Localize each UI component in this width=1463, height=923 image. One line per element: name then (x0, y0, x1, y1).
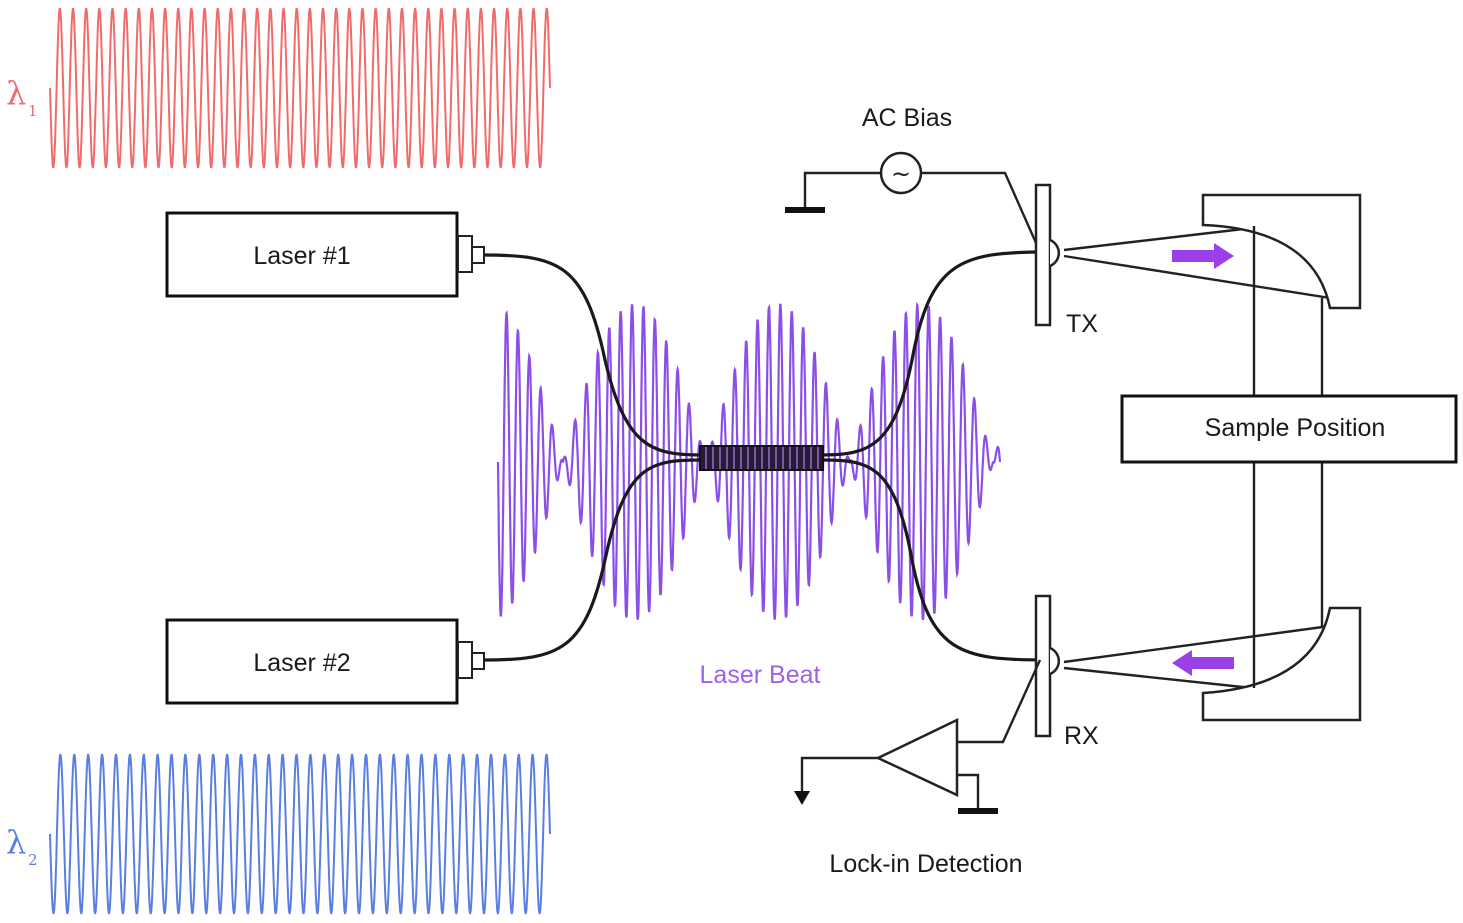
rx-beam (1063, 624, 1331, 690)
fiber-coupler-icon (699, 445, 824, 471)
laser-1-label: Laser #1 (253, 242, 350, 270)
svg-text:~: ~ (891, 160, 911, 188)
laser-1-box: Laser #1 (165, 211, 485, 298)
rx-photomixer-icon (1034, 594, 1060, 738)
tx-photomixer-icon (1034, 183, 1060, 327)
lambda2-label: λ (6, 823, 26, 861)
lockin-detection-label: Lock-in Detection (829, 850, 1022, 878)
lambda1-subscript: 1 (28, 102, 38, 120)
tx-beam (1063, 226, 1331, 300)
lambda2-waveform (49, 753, 551, 915)
amplifier-icon (875, 718, 959, 797)
laser-2-connector (457, 641, 473, 679)
lower-parabolic-mirror (1201, 606, 1362, 722)
rx-direction-arrow-icon (1172, 650, 1234, 676)
lambda2-subscript: 2 (28, 851, 38, 869)
laser-2-box: Laser #2 (165, 618, 485, 705)
rx-label: RX (1064, 722, 1099, 750)
laser-1-port (471, 246, 485, 264)
laser-2-label: Laser #2 (253, 649, 350, 677)
ac-bias-label: AC Bias (862, 104, 952, 132)
ac-source-icon: ~ (879, 151, 923, 195)
laser-2-port (471, 652, 485, 670)
tx-label: TX (1066, 310, 1098, 338)
tx-direction-arrow-icon (1172, 243, 1234, 269)
output-arrow-icon (794, 791, 810, 805)
collimated-beam (1252, 226, 1324, 688)
laser-1-connector (457, 235, 473, 273)
sample-position-box: Sample Position (1120, 394, 1458, 464)
fiber-paths (483, 250, 1046, 662)
lambda1-waveform (49, 7, 551, 169)
sample-position-label: Sample Position (1205, 414, 1386, 442)
laser-beat-label: Laser Beat (700, 661, 821, 689)
upper-parabolic-mirror (1201, 193, 1362, 310)
lambda1-label: λ (6, 74, 26, 112)
